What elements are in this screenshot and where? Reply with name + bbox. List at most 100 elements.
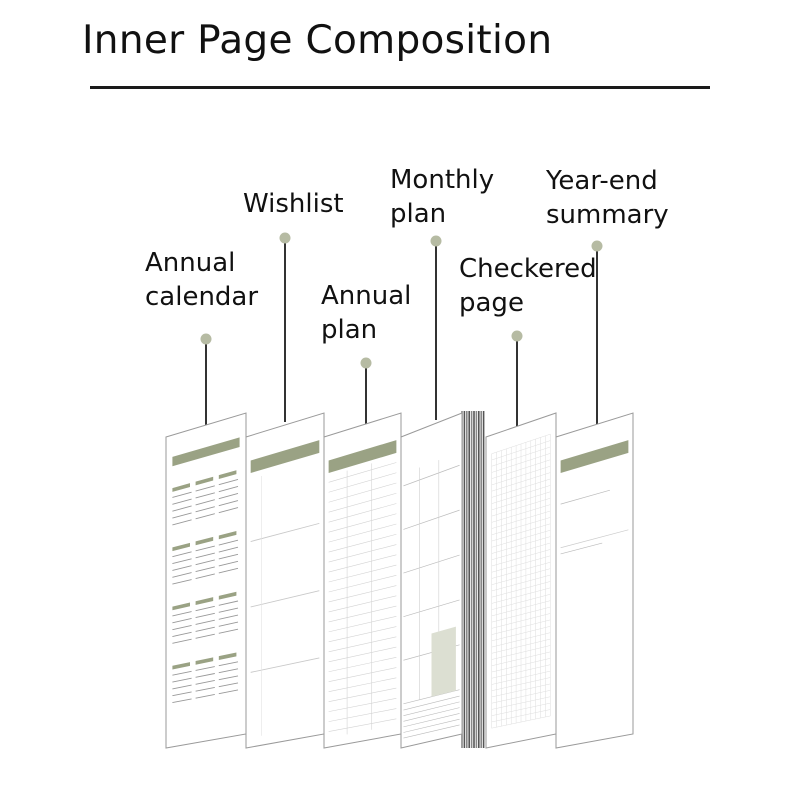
wishlist-header-band: [250, 440, 320, 473]
calendar-day-row: [172, 638, 192, 644]
calendar-day-row: [195, 566, 215, 573]
month-tag: [218, 591, 237, 600]
calendar-header-band: [172, 437, 240, 467]
wishlist-divider: [250, 657, 320, 673]
calendar-day-row: [172, 691, 192, 697]
calendar-day-row: [195, 666, 215, 671]
annual-plan-row: [328, 646, 397, 663]
label-annual-plan: Annual plan: [321, 279, 411, 347]
calendar-day-row: [172, 551, 192, 558]
annual-plan-row: [328, 574, 397, 593]
calendar-day-row: [195, 605, 215, 612]
calendar-day-row: [218, 560, 239, 567]
calendar-day-row: [172, 579, 192, 585]
calendar-day-row: [218, 682, 239, 688]
month-tag: [172, 662, 190, 670]
pin-dot: [279, 232, 291, 244]
calendar-day-row: [172, 670, 192, 676]
monthly-note-row: [403, 718, 460, 733]
calendar-day-row: [218, 553, 239, 560]
annual-plan-row: [328, 472, 397, 493]
month-tag: [218, 531, 237, 540]
calendar-day-row: [172, 631, 192, 637]
calendar-day-row: [172, 505, 192, 512]
monthly-week-row: [403, 509, 460, 530]
calendar-day-row: [172, 698, 192, 704]
annual-plan-row: [328, 657, 397, 673]
calendar-day-row: [218, 668, 239, 674]
calendar-day-row: [218, 493, 239, 500]
pin-dot: [591, 240, 603, 252]
monthly-note-row: [403, 695, 460, 711]
label-checkered-page: Checkered page: [459, 252, 597, 320]
annual-plan-row: [328, 564, 397, 583]
label-line: Annual: [321, 281, 412, 311]
calendar-day-row: [195, 506, 215, 513]
calendar-day-row: [172, 512, 192, 519]
wishlist-divider: [250, 590, 320, 608]
annual-plan-row: [328, 513, 397, 533]
monthly-note-row: [403, 713, 460, 728]
annual-plan-row: [328, 544, 397, 563]
calendar-day-row: [218, 621, 239, 627]
calendar-day-row: [172, 611, 192, 617]
calendar-day-row: [195, 573, 215, 579]
monthly-note-row: [403, 707, 460, 722]
annual-plan-row: [328, 533, 397, 553]
label-line: page: [459, 288, 524, 318]
calendar-day-row: [195, 513, 215, 520]
calendar-day-row: [195, 545, 215, 552]
pin-dot: [511, 330, 523, 342]
calendar-day-row: [195, 559, 215, 566]
pin-dot: [430, 235, 442, 247]
calendar-day-row: [172, 677, 192, 683]
calendar-day-row: [195, 687, 215, 692]
annual-plan-row: [328, 615, 397, 633]
annual-plan-row: [328, 718, 397, 732]
calendar-day-row: [195, 693, 215, 699]
label-line: calendar: [145, 282, 259, 312]
calendar-day-row: [172, 565, 192, 571]
summary-line: [560, 529, 629, 549]
wishlist-divider: [250, 522, 320, 542]
calendar-day-row: [218, 600, 239, 606]
calendar-day-row: [195, 552, 215, 559]
summary-line: [560, 542, 603, 555]
calendar-day-row: [172, 519, 192, 526]
month-tag: [218, 470, 237, 479]
annual-plan-row: [328, 554, 397, 573]
calendar-day-row: [172, 558, 192, 564]
summary-line: [560, 489, 610, 505]
label-line: plan: [390, 199, 447, 229]
calendar-day-row: [218, 500, 239, 507]
annual-plan-row: [328, 523, 397, 543]
month-tag: [218, 652, 237, 660]
summary-header-band: [560, 440, 629, 473]
annual-plan-row: [328, 462, 397, 483]
label-wishlist: Wishlist: [243, 187, 344, 221]
calendar-day-row: [218, 567, 239, 574]
calendar-day-row: [218, 478, 239, 486]
label-line: Wishlist: [243, 189, 344, 219]
calendar-day-row: [218, 486, 239, 493]
annual-plan-row: [328, 698, 397, 712]
label-line: plan: [321, 315, 378, 345]
calendar-day-row: [218, 614, 239, 620]
annual-plan-row: [328, 482, 397, 503]
monthly-week-row: [403, 599, 460, 617]
calendar-day-row: [195, 492, 215, 499]
annual-plan-row: [328, 687, 397, 702]
label-line: Year-end: [546, 166, 658, 196]
label-line: Checkered: [459, 254, 597, 284]
calendar-day-row: [195, 626, 215, 632]
calendar-day-row: [172, 498, 192, 505]
pin-dot: [360, 357, 372, 369]
label-year-end-summary: Year-end summary: [546, 164, 669, 232]
month-tag: [195, 476, 214, 486]
calendar-day-row: [195, 680, 215, 685]
calendar-day-row: [218, 546, 239, 553]
calendar-day-row: [195, 633, 215, 639]
label-line: Annual: [145, 248, 236, 278]
calendar-day-row: [218, 689, 239, 695]
calendar-day-row: [195, 619, 215, 625]
